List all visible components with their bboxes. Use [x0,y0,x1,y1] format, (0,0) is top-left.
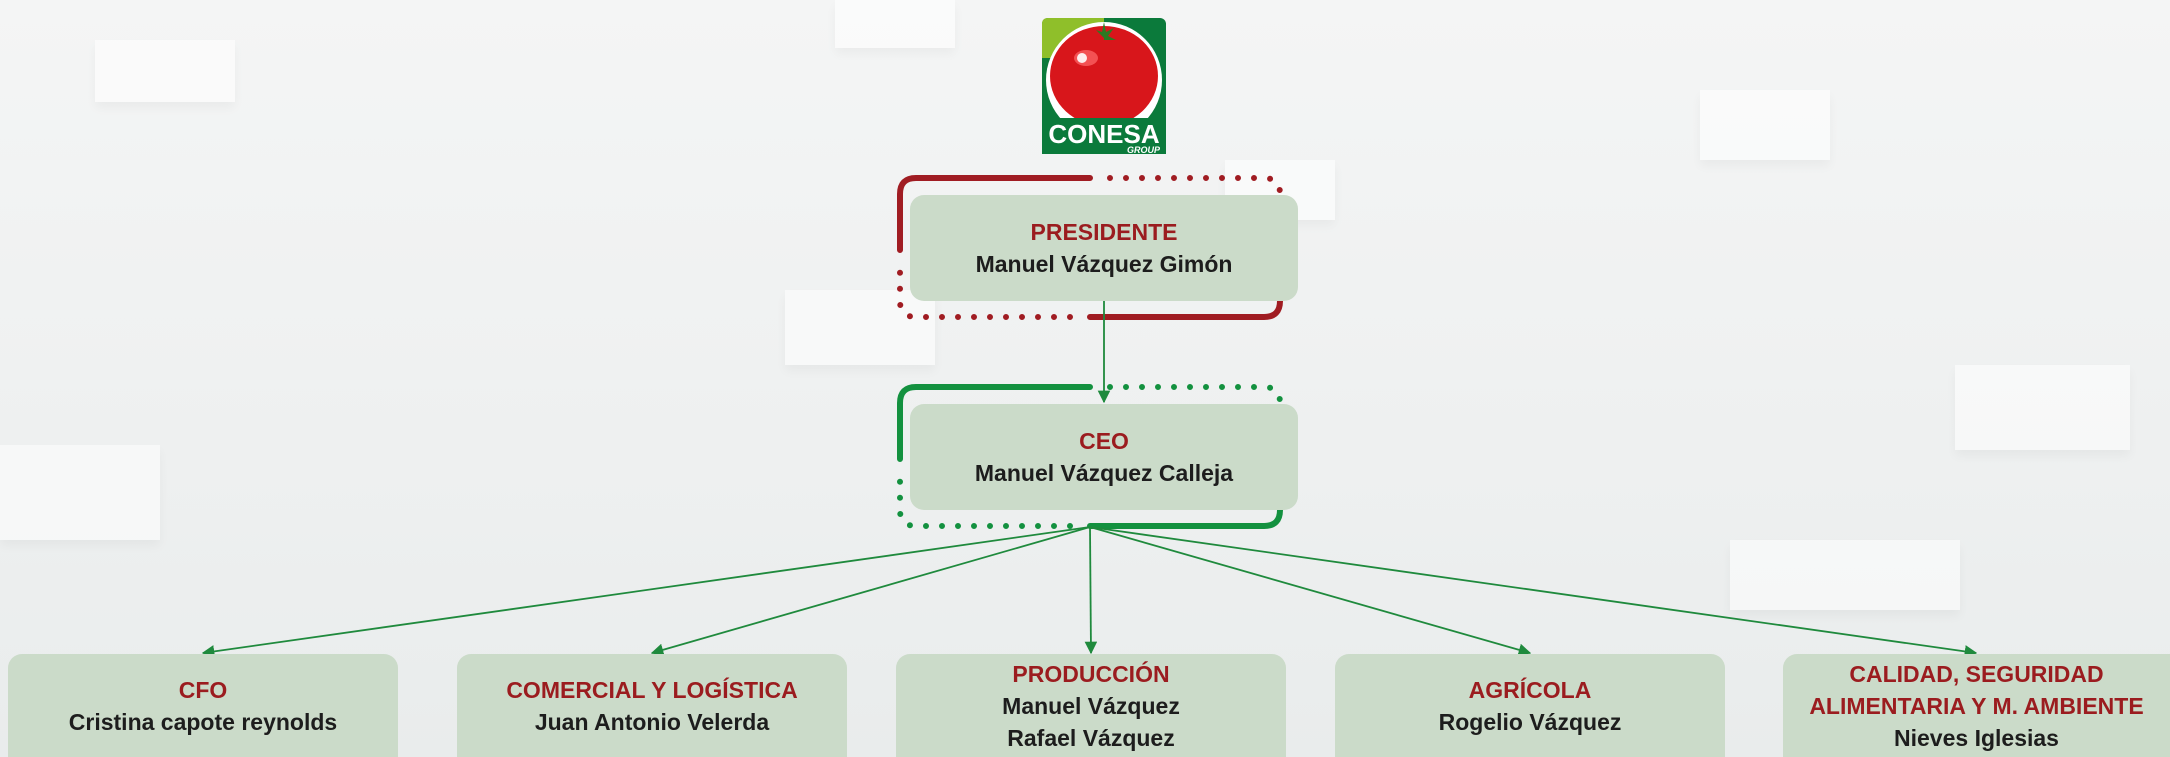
logo-sub-text: GROUP [1127,145,1161,154]
node-role: COMERCIAL Y LOGÍSTICA [506,676,798,703]
logo-brand-text: CONESA [1048,119,1159,149]
node-role: CEO [1079,428,1129,454]
connector-ceo-dept-4 [1089,526,1978,658]
node-role: CALIDAD, SEGURIDAD ALIMENTARIA Y M. AMBI… [1809,660,2144,719]
department-node-cfo: CFO Cristina capote reynolds [8,654,398,757]
node-person: Manuel Vázquez Calleja [974,460,1234,486]
background-tile [1730,540,1960,610]
department-node-produccion: PRODUCCIÓN Manuel Vázquez Rafael Vázquez [896,654,1286,757]
node-role: PRODUCCIÓN [1012,660,1170,687]
node-person: Nieves Iglesias [1894,724,2059,751]
node-person: Rogelio Vázquez [1438,708,1622,735]
president-node: PRESIDENTE Manuel Vázquez Gimón [910,195,1298,301]
node-person: Juan Antonio Velerda [534,708,770,735]
background-tile [1955,365,2130,450]
node-person: Manuel Vázquez [1002,692,1180,719]
conesa-logo: CONESA GROUP [1042,18,1166,154]
ceo-node: CEO Manuel Vázquez Calleja [910,404,1298,510]
president-frame-solid-top [897,175,1093,253]
background-tile [95,40,235,102]
department-node-agricola: AGRÍCOLA Rogelio Vázquez [1335,654,1725,757]
department-node-calidad: CALIDAD, SEGURIDAD ALIMENTARIA Y M. AMBI… [1783,654,2170,757]
president-frame-solid-bottom [1087,247,1283,320]
node-role: AGRÍCOLA [1468,676,1592,703]
connector-ceo-dept-1 [650,526,1091,656]
connector-ceo-dept-0 [201,526,1091,658]
connector-ceo-dept-2 [1084,526,1098,655]
node-person: Manuel Vázquez Gimón [975,251,1233,277]
ceo-frame-solid-bottom [1087,456,1283,529]
background-tile [835,0,955,48]
background-tile [1700,90,1830,160]
node-role: PRESIDENTE [1030,219,1178,245]
connector-ceo-dept-3 [1089,526,1532,656]
ceo-frame-solid-top [897,384,1093,462]
node-person: Rafael Vázquez [1007,724,1175,751]
department-node-comercial: COMERCIAL Y LOGÍSTICA Juan Antonio Veler… [457,654,847,757]
background-tile [785,290,935,365]
node-person: Cristina capote reynolds [68,708,338,735]
node-role: CFO [178,676,228,703]
background-tile [0,445,160,540]
